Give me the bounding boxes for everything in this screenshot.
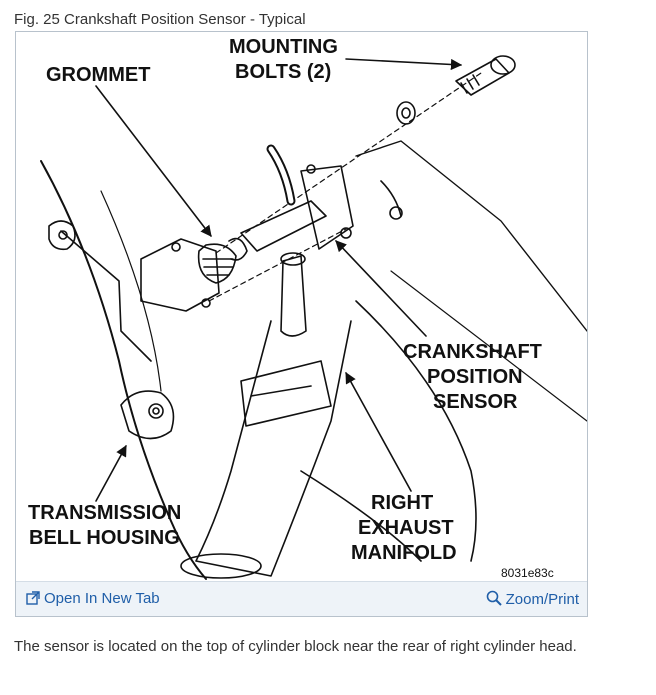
label-crankshaft-line1: CRANKSHAFT — [403, 341, 542, 363]
open-in-new-tab-label: Open In New Tab — [44, 590, 160, 607]
image-code: 8031e83c — [501, 566, 554, 580]
label-mounting-bolts-line2: BOLTS (2) — [235, 61, 331, 83]
label-exhaust-line2: EXHAUST — [358, 517, 454, 539]
figure-title: Fig. 25 Crankshaft Position Sensor - Typ… — [14, 11, 306, 28]
label-crankshaft-line3: SENSOR — [433, 391, 518, 413]
magnifier-icon — [486, 590, 502, 606]
open-in-new-tab-link[interactable]: Open In New Tab — [26, 590, 160, 607]
label-exhaust-line3: MANIFOLD — [351, 542, 457, 564]
label-mounting-bolts-line1: MOUNTING — [229, 36, 338, 58]
crankshaft-sensor-diagram: GROMMET MOUNTING BOLTS (2) CRANKSHAFT PO… — [28, 36, 587, 580]
label-exhaust-line1: RIGHT — [371, 492, 433, 514]
label-crankshaft-line2: POSITION — [427, 366, 523, 388]
label-transmission-line1: TRANSMISSION — [28, 502, 181, 524]
figure-caption: The sensor is located on the top of cyli… — [14, 638, 577, 655]
zoom-print-label: Zoom/Print — [505, 591, 579, 608]
zoom-print-link[interactable]: Zoom/Print — [486, 590, 579, 608]
open-in-new-tab-icon — [26, 591, 40, 605]
figure-toolbar: Open In New Tab Zoom/Print — [16, 581, 587, 616]
figure-frame: GROMMET MOUNTING BOLTS (2) CRANKSHAFT PO… — [15, 31, 588, 617]
label-transmission-line2: BELL HOUSING — [29, 527, 180, 549]
label-grommet: GROMMET — [46, 64, 150, 86]
